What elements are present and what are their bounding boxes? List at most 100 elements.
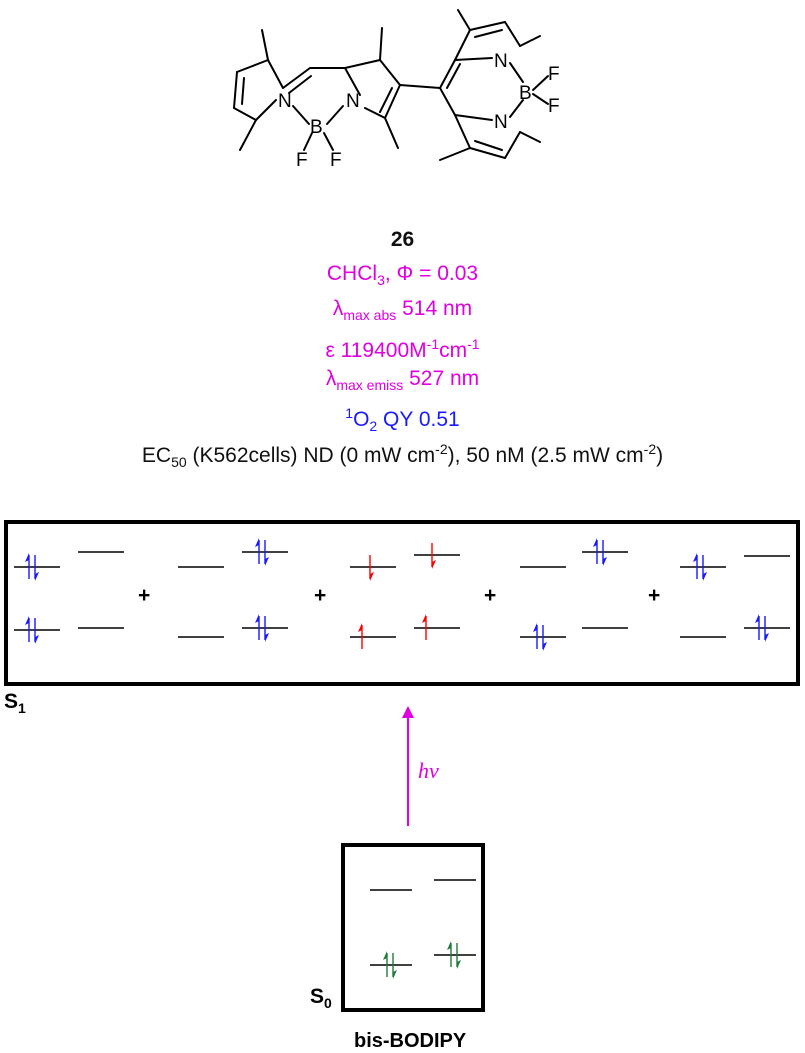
atom-f-right-2: F bbox=[548, 96, 560, 117]
s1-sub: 1 bbox=[18, 700, 26, 717]
bond bbox=[344, 67, 361, 96]
bond bbox=[344, 59, 381, 69]
bond bbox=[384, 117, 399, 149]
orbital-levels bbox=[14, 538, 790, 979]
bond bbox=[239, 119, 257, 151]
lambda-abs-sub: max abs bbox=[343, 307, 397, 324]
electron-arrowhead bbox=[393, 970, 397, 979]
bond bbox=[379, 87, 393, 113]
plus-4: + bbox=[648, 584, 661, 607]
epsilon: ε 119400M-1cm-1 bbox=[0, 332, 805, 363]
s0-letter: S bbox=[310, 985, 325, 1008]
lambda-abs: λmax abs 514 nm bbox=[0, 297, 805, 327]
bond bbox=[303, 132, 313, 151]
ec50-sub: 50 bbox=[171, 454, 187, 471]
bond bbox=[439, 87, 456, 116]
singlet-sub: 2 bbox=[369, 418, 378, 435]
electron-arrowhead bbox=[370, 572, 374, 581]
compound-number: 26 bbox=[390, 228, 415, 251]
s1-box bbox=[4, 520, 800, 686]
bond bbox=[326, 105, 344, 125]
bond bbox=[288, 75, 312, 94]
bond bbox=[519, 131, 541, 143]
singlet-qy: QY 0.51 bbox=[377, 408, 460, 431]
electron-arrowhead bbox=[35, 635, 39, 644]
epsilon-cm: cm bbox=[439, 339, 468, 362]
electron-arrowhead bbox=[25, 553, 29, 562]
bond bbox=[379, 59, 401, 86]
electron-arrowhead bbox=[533, 623, 537, 632]
solvent: CHCl bbox=[326, 262, 378, 285]
bond bbox=[457, 9, 471, 31]
electron-arrowhead bbox=[25, 616, 29, 625]
electron-arrowhead bbox=[265, 557, 269, 566]
bond bbox=[292, 105, 310, 125]
ec50-text2: ), 50 nM (2.5 mW cm bbox=[447, 444, 644, 467]
electron-arrowhead bbox=[593, 538, 597, 547]
s0-label: S0 bbox=[310, 985, 332, 1011]
bond bbox=[323, 132, 334, 151]
bond bbox=[474, 29, 503, 38]
electron-arrowhead bbox=[35, 572, 39, 581]
electron-arrowhead bbox=[457, 960, 461, 969]
electron-arrowhead bbox=[703, 572, 707, 581]
bond bbox=[236, 59, 269, 73]
bond bbox=[504, 21, 521, 47]
electron-arrowhead bbox=[432, 560, 436, 569]
bond bbox=[469, 21, 506, 31]
electron-arrowhead bbox=[383, 951, 387, 960]
s0-sub: 0 bbox=[324, 995, 332, 1012]
electron-arrowhead bbox=[422, 614, 426, 623]
ec50-text3: ) bbox=[656, 444, 664, 467]
excitation-label: hν bbox=[418, 758, 439, 783]
plus-2: + bbox=[314, 584, 327, 607]
bond bbox=[233, 71, 238, 109]
bond bbox=[439, 147, 471, 161]
solvent-phi: CHCl3, Φ = 0.03 bbox=[0, 262, 805, 292]
epsilon-sup1: -1 bbox=[426, 336, 440, 352]
bond bbox=[439, 59, 456, 89]
bond bbox=[399, 84, 441, 89]
atom-b-left: B bbox=[310, 117, 323, 138]
plus-1: + bbox=[138, 584, 151, 607]
electron-arrowhead bbox=[447, 941, 451, 950]
electron-arrowhead bbox=[265, 633, 269, 642]
bond bbox=[241, 77, 245, 105]
bond bbox=[364, 107, 386, 119]
ec50: EC50 (K562cells) ND (0 mW cm-2), 50 nM (… bbox=[0, 437, 805, 474]
ec50-label: EC bbox=[141, 444, 172, 467]
bond bbox=[454, 29, 471, 61]
electron-arrowhead bbox=[693, 553, 697, 562]
bond bbox=[509, 99, 524, 118]
singlet-o: O bbox=[353, 408, 370, 431]
electron-arrowhead bbox=[255, 614, 259, 623]
singlet-oxygen-qy: 1O2 QY 0.51 bbox=[0, 401, 805, 438]
bond bbox=[282, 67, 311, 89]
atom-n-right-bottom: N bbox=[494, 112, 508, 133]
atom-n-left: N bbox=[278, 91, 292, 112]
bond bbox=[446, 63, 461, 89]
bond bbox=[469, 147, 506, 159]
solvent-sub: 3 bbox=[377, 272, 385, 289]
ec50-sup1: -2 bbox=[435, 441, 448, 457]
s1-label: S1 bbox=[4, 690, 26, 716]
atom-f-left-1: F bbox=[296, 150, 308, 171]
atom-n-right-top: N bbox=[494, 51, 508, 72]
bond bbox=[504, 131, 521, 159]
atom-f-left-2: F bbox=[330, 150, 342, 171]
s1-letter: S bbox=[4, 690, 19, 713]
lambda-abs-value: 514 nm bbox=[396, 297, 473, 320]
bond bbox=[454, 114, 471, 149]
lambda-symbol: λ bbox=[332, 297, 344, 320]
bond bbox=[267, 59, 284, 89]
epsilon-value: ε 119400M bbox=[325, 339, 427, 362]
electron-arrowhead bbox=[255, 538, 259, 547]
s0-box bbox=[341, 843, 485, 1012]
atom-n-middle: N bbox=[346, 91, 360, 112]
bond bbox=[261, 29, 269, 61]
phi: , Φ = 0.03 bbox=[384, 262, 479, 285]
bond bbox=[532, 93, 549, 105]
plus-3: + bbox=[484, 584, 497, 607]
singlet-sup: 1 bbox=[345, 405, 354, 421]
bis-bodipy-structure: N B N F F N B N F F bbox=[233, 9, 560, 171]
